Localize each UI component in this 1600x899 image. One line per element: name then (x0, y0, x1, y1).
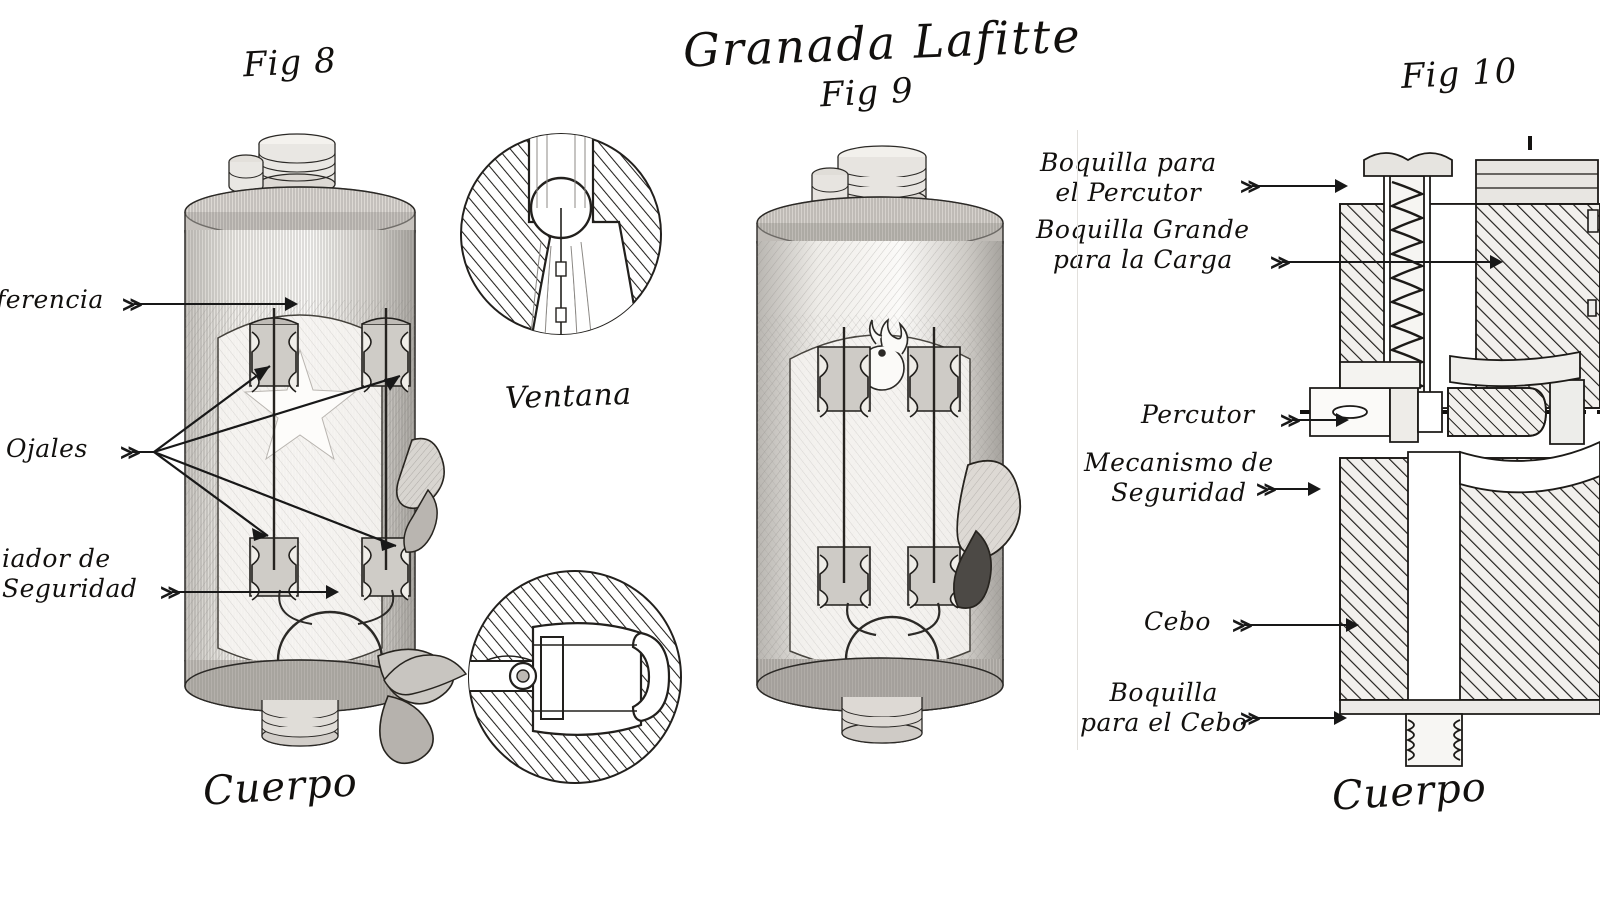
mechanism-detail-pointer (383, 654, 468, 696)
callout-mecanismo-seguridad: Mecanismo de Seguridad (1084, 448, 1274, 507)
fig-8-caption: Cuerpo (201, 759, 360, 815)
fig-10-label: Fig 10 (1400, 50, 1519, 98)
callout-ojales-fan (153, 365, 401, 551)
callout-cebo: Cebo (1144, 607, 1211, 636)
plate-title: Granada Lafitte (682, 8, 1083, 78)
callout-fiador-de-seguridad: iador de Seguridad (2, 544, 138, 603)
mechanism-detail-drawing (468, 570, 682, 784)
fig-10-caption: Cuerpo (1330, 764, 1489, 820)
callout-boquilla-cebo: Boquilla para el Cebo (1080, 678, 1248, 737)
fig-8-safety-lever (396, 437, 445, 553)
callout-ojales: Ojales (6, 434, 88, 463)
ventana-detail-drawing (460, 133, 662, 335)
callout-circunferencia: ferencia (0, 285, 104, 314)
fig-8-label: Fig 8 (242, 40, 338, 86)
callout-percutor: Percutor (1141, 400, 1255, 429)
fig-8-drawing (184, 133, 416, 747)
fig-10-drawing (1300, 136, 1600, 767)
callout-boquilla-carga: Boquilla Grande para la Carga (1036, 215, 1250, 274)
plate-fold-line (1077, 130, 1078, 750)
fig-9-drawing (756, 145, 1022, 744)
ventana-caption: Ventana (504, 376, 633, 417)
fig-9-label: Fig 9 (819, 70, 915, 116)
callout-boquilla-percutor: Boquilla para el Percutor (1040, 148, 1217, 207)
